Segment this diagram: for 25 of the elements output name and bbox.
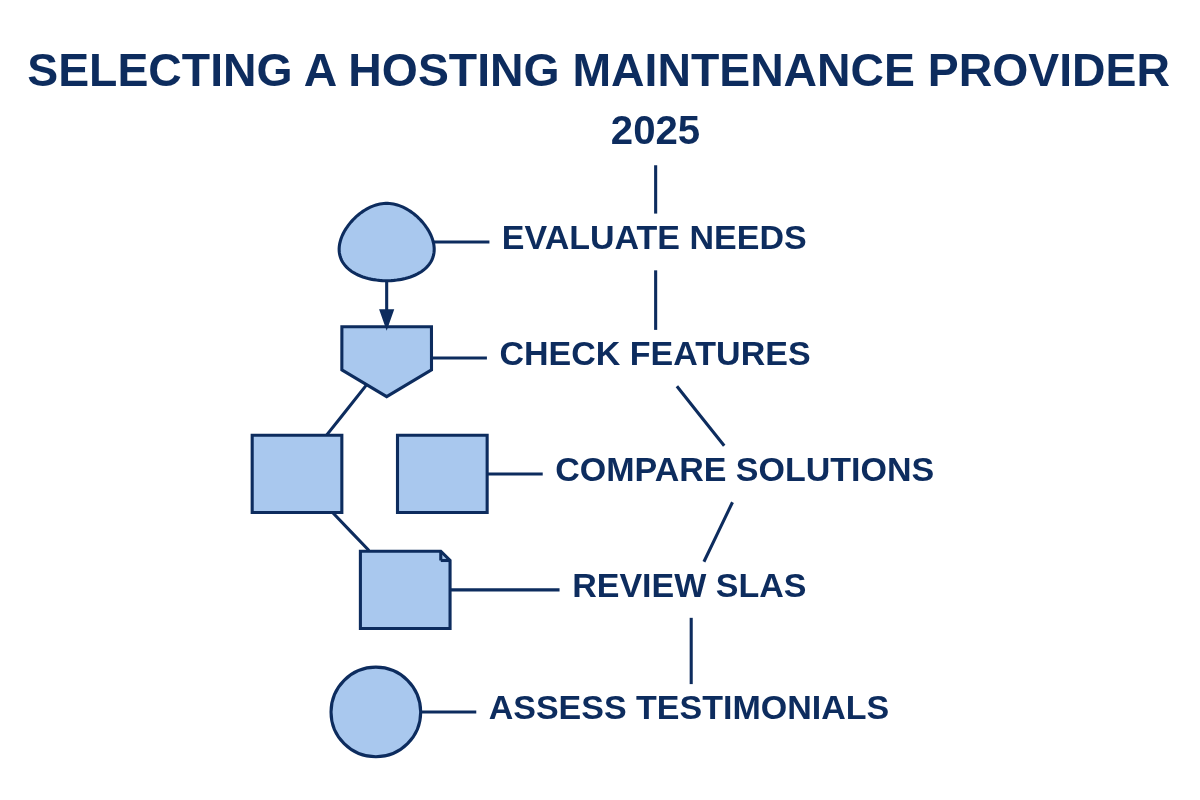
connector (654, 269, 658, 330)
connector (654, 164, 658, 214)
node-person (329, 665, 423, 758)
node-monitor (395, 433, 489, 514)
connector (675, 384, 726, 447)
node-text: 2025 (610, 107, 701, 153)
connector (431, 355, 487, 360)
diagram-title: SELECTING A HOSTING MAINTENANCE PROVIDER (27, 43, 1170, 96)
connector (433, 240, 490, 244)
node-text: REVIEW SLAS (572, 565, 807, 604)
node-cloud (337, 201, 436, 282)
node-text: COMPARE SOLUTIONS (555, 449, 935, 488)
arrow (379, 280, 395, 331)
connector (420, 709, 477, 714)
connector (331, 511, 371, 552)
node-text: EVALUATE NEEDS (501, 217, 807, 256)
node-text: ASSESS TESTIMONIALS (488, 687, 890, 726)
node-monitor (250, 433, 344, 514)
connector (689, 617, 693, 684)
connector (325, 383, 368, 436)
node-shield (340, 324, 434, 398)
connector (450, 587, 560, 591)
node-text: CHECK FEATURES (499, 333, 811, 372)
connector (702, 501, 734, 562)
connector (487, 471, 543, 475)
